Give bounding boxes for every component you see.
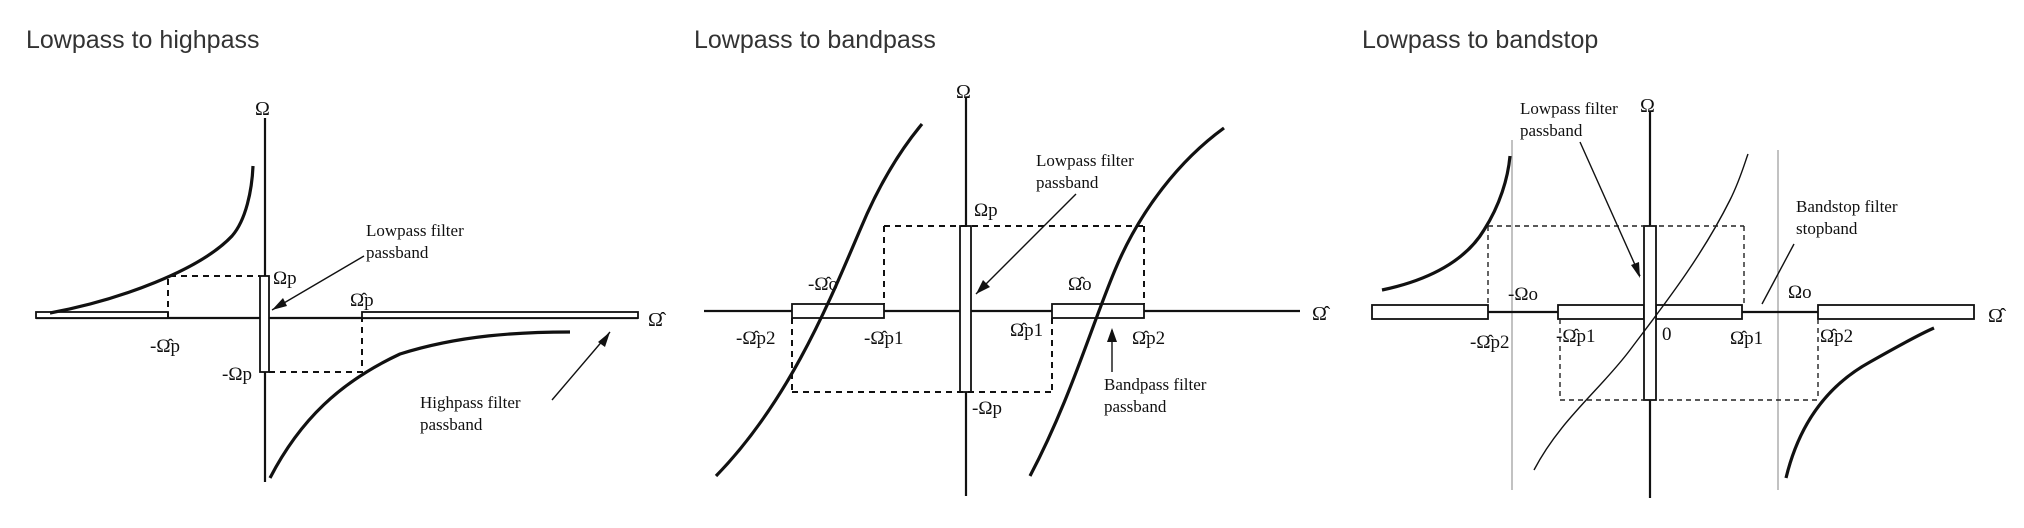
- hp-highpass-arrowhead: [598, 332, 610, 347]
- bs-neg-omega-hat-p1-label: -Ω̂p1: [1556, 326, 1595, 347]
- bp-omega-hat-o-label: Ω̂o: [1068, 274, 1092, 295]
- bp-passband-left-bar: [791, 303, 885, 319]
- bs-lowpass-arrowhead: [1631, 262, 1640, 278]
- title-bandstop: Lowpass to bandstop: [1362, 26, 1599, 54]
- bp-neg-omega-hat-p1-label: -Ω̂p1: [864, 328, 903, 349]
- hp-omega-axis-label: Ω: [255, 98, 270, 120]
- bs-neg-omega-hat-p2-label: -Ω̂p2: [1470, 332, 1509, 353]
- hp-highpass-note-line1: Highpass filter: [420, 393, 521, 412]
- bp-lowpass-pointer: [975, 193, 1077, 295]
- bp-bandpass-note-line2: passband: [1104, 397, 1167, 416]
- hp-dash-lower: [269, 318, 363, 373]
- hp-omega-p-label: Ωp: [273, 268, 297, 289]
- bs-curve-far-right: [1784, 326, 1935, 479]
- bs-omega-o-label: Ωo: [1788, 282, 1812, 303]
- bs-lowpass-pointer: [1579, 141, 1641, 277]
- bs-passband-inner-left-bar: [1557, 304, 1645, 320]
- bp-bandpass-arrowhead: [1107, 328, 1117, 342]
- bp-lowpass-passband-bar: [959, 225, 972, 393]
- hp-curve-left: [49, 165, 255, 315]
- panel-highpass: Ω Ω̂ Ωp -Ωp Ω̂p -Ω̂p Lowpass filter pass…: [35, 98, 667, 482]
- bs-omega-axis-label: Ω: [1640, 95, 1655, 117]
- bs-passband-far-left-bar: [1371, 304, 1489, 320]
- hp-dash-upper: [167, 275, 260, 318]
- bs-neg-omega-o-label: -Ωo: [1508, 284, 1538, 305]
- bp-omega-hat-axis-label: Ω̂: [1312, 303, 1331, 325]
- bp-bandpass-note-line1: Bandpass filter: [1104, 375, 1207, 394]
- hp-neg-omega-hat-p-label: -Ω̂p: [150, 336, 180, 357]
- hp-lowpass-note-line1: Lowpass filter: [366, 221, 464, 240]
- bs-lowpass-note-line1: Lowpass filter: [1520, 99, 1618, 118]
- bs-passband-far-right-bar: [1817, 304, 1975, 320]
- bs-passband-inner-right-bar: [1655, 304, 1743, 320]
- bs-bandstop-note-line2: stopband: [1796, 219, 1858, 238]
- panel-bandstop: Ω Ω̂ -Ωo Ωo 0 -Ω̂p2 -Ω̂p1 Ω̂p1 Ω̂p2 Lowp…: [1371, 95, 2007, 498]
- bs-zero-label: 0: [1662, 324, 1672, 345]
- bs-omega-hat-p2-label: Ω̂p2: [1820, 326, 1853, 347]
- bp-lowpass-note-line2: passband: [1036, 173, 1099, 192]
- title-bandpass: Lowpass to bandpass: [694, 26, 936, 54]
- bp-lowpass-note-line1: Lowpass filter: [1036, 151, 1134, 170]
- bp-lowpass-arrowhead: [976, 280, 990, 294]
- title-highpass: Lowpass to highpass: [26, 26, 260, 54]
- bs-omega-hat-p1-label: Ω̂p1: [1730, 328, 1763, 349]
- bs-lowpass-note-line2: passband: [1520, 121, 1583, 140]
- bs-lowpass-passband-bar: [1643, 225, 1657, 401]
- bp-omega-hat-p2-label: Ω̂p2: [1132, 328, 1165, 349]
- panel-bandpass: Ω Ω̂ Ωp -Ωp -Ω̂o Ω̂o -Ω̂p2 -Ω̂p1 Ω̂p1 Ω̂…: [704, 81, 1331, 496]
- bp-neg-omega-hat-p2-label: -Ω̂p2: [736, 328, 775, 349]
- hp-passband-right-bar: [361, 311, 639, 319]
- hp-highpass-note-line2: passband: [420, 415, 483, 434]
- hp-lowpass-note-line2: passband: [366, 243, 429, 262]
- bs-bandstop-pointer: [1761, 243, 1795, 305]
- bp-curve-left: [714, 122, 924, 478]
- bp-neg-omega-hat-o-label: -Ω̂o: [808, 274, 838, 295]
- hp-omega-hat-p-label: Ω̂p: [350, 290, 374, 311]
- hp-lowpass-pointer: [271, 255, 365, 311]
- bs-curve-far-left: [1381, 155, 1512, 292]
- bp-omega-p-label: Ωp: [974, 200, 998, 221]
- bp-curve-right: [1028, 126, 1225, 477]
- hp-curve-right: [268, 330, 571, 479]
- bs-bandstop-note-line1: Bandstop filter: [1796, 197, 1898, 216]
- hp-lowpass-passband-bar: [259, 275, 270, 373]
- hp-neg-omega-p-label: -Ωp: [222, 364, 252, 385]
- bp-neg-omega-p-label: -Ωp: [972, 398, 1002, 419]
- bs-omega-hat-axis-label: Ω̂: [1988, 305, 2007, 327]
- hp-lowpass-arrowhead: [272, 298, 287, 310]
- bp-omega-axis-label: Ω: [956, 81, 971, 103]
- hp-omega-hat-axis-label: Ω̂: [648, 309, 667, 331]
- bs-curve-middle: [1533, 153, 1749, 471]
- bp-omega-hat-p1-label: Ω̂p1: [1010, 320, 1043, 341]
